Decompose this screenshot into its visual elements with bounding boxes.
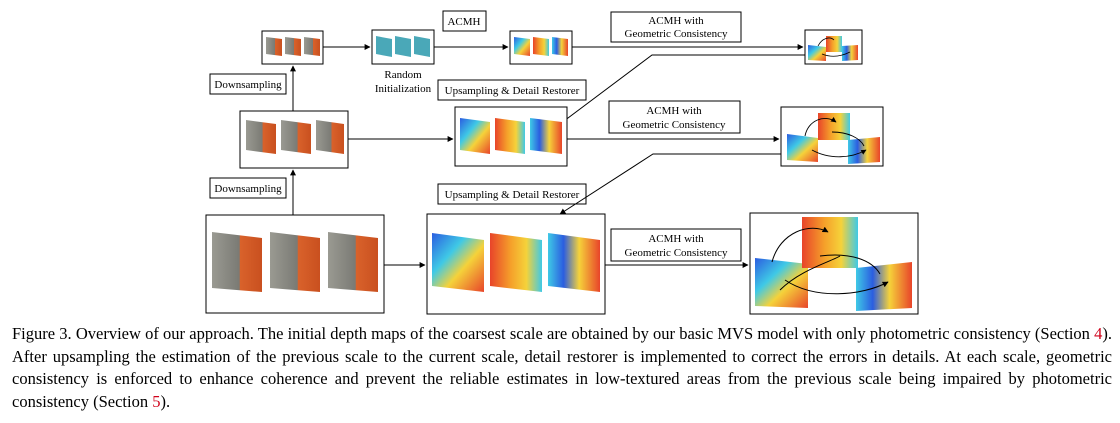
caption-middle: ). After upsampling the estimation of th… xyxy=(12,324,1112,411)
upsampling-label-2: Upsampling & Detail Restorer xyxy=(445,189,580,201)
upsampling-label-1: Upsampling & Detail Restorer xyxy=(445,85,580,97)
caption-suffix: ). xyxy=(160,391,171,411)
acmh-geo-label-3-line1: ACMH with xyxy=(648,233,704,245)
random-init-label-2: Initialization xyxy=(375,83,432,95)
caption-ref-section-5[interactable]: 5 xyxy=(152,391,161,411)
row3-depth-group xyxy=(426,213,606,315)
acmh-label: ACMH xyxy=(447,16,480,28)
row3-geo-group xyxy=(749,212,919,315)
row1-geo-group xyxy=(804,29,863,65)
approach-diagram: Random Initialization ACMH ACMH with Geo… xyxy=(205,10,919,315)
downsampling-label-1: Downsampling xyxy=(214,79,282,91)
acmh-geo-label-1-line1: ACMH with xyxy=(648,15,704,27)
figure-caption: Figure 3. Overview of our approach. The … xyxy=(12,323,1112,413)
row1-input-images xyxy=(266,37,320,56)
caption-prefix: Figure 3. Overview of our approach. The … xyxy=(12,324,1095,343)
random-init-group xyxy=(371,29,435,65)
acmh-geo-label-3-line2: Geometric Consistency xyxy=(625,247,728,259)
row2-depth-group xyxy=(454,106,568,167)
row1-input-group xyxy=(261,30,324,65)
acmh-geo-label-1-line2: Geometric Consistency xyxy=(625,28,728,40)
caption-ref-section-4[interactable]: 4 xyxy=(1094,324,1103,343)
downsampling-label-2: Downsampling xyxy=(214,183,282,195)
row1-depth-group xyxy=(509,30,573,65)
row2-input-group xyxy=(239,110,349,169)
acmh-geo-label-2-line2: Geometric Consistency xyxy=(623,119,726,131)
acmh-geo-label-2-line1: ACMH with xyxy=(646,105,702,117)
row2-geo-group xyxy=(780,106,884,167)
row3-input-group xyxy=(205,214,385,314)
random-init-label-1: Random xyxy=(384,69,422,81)
